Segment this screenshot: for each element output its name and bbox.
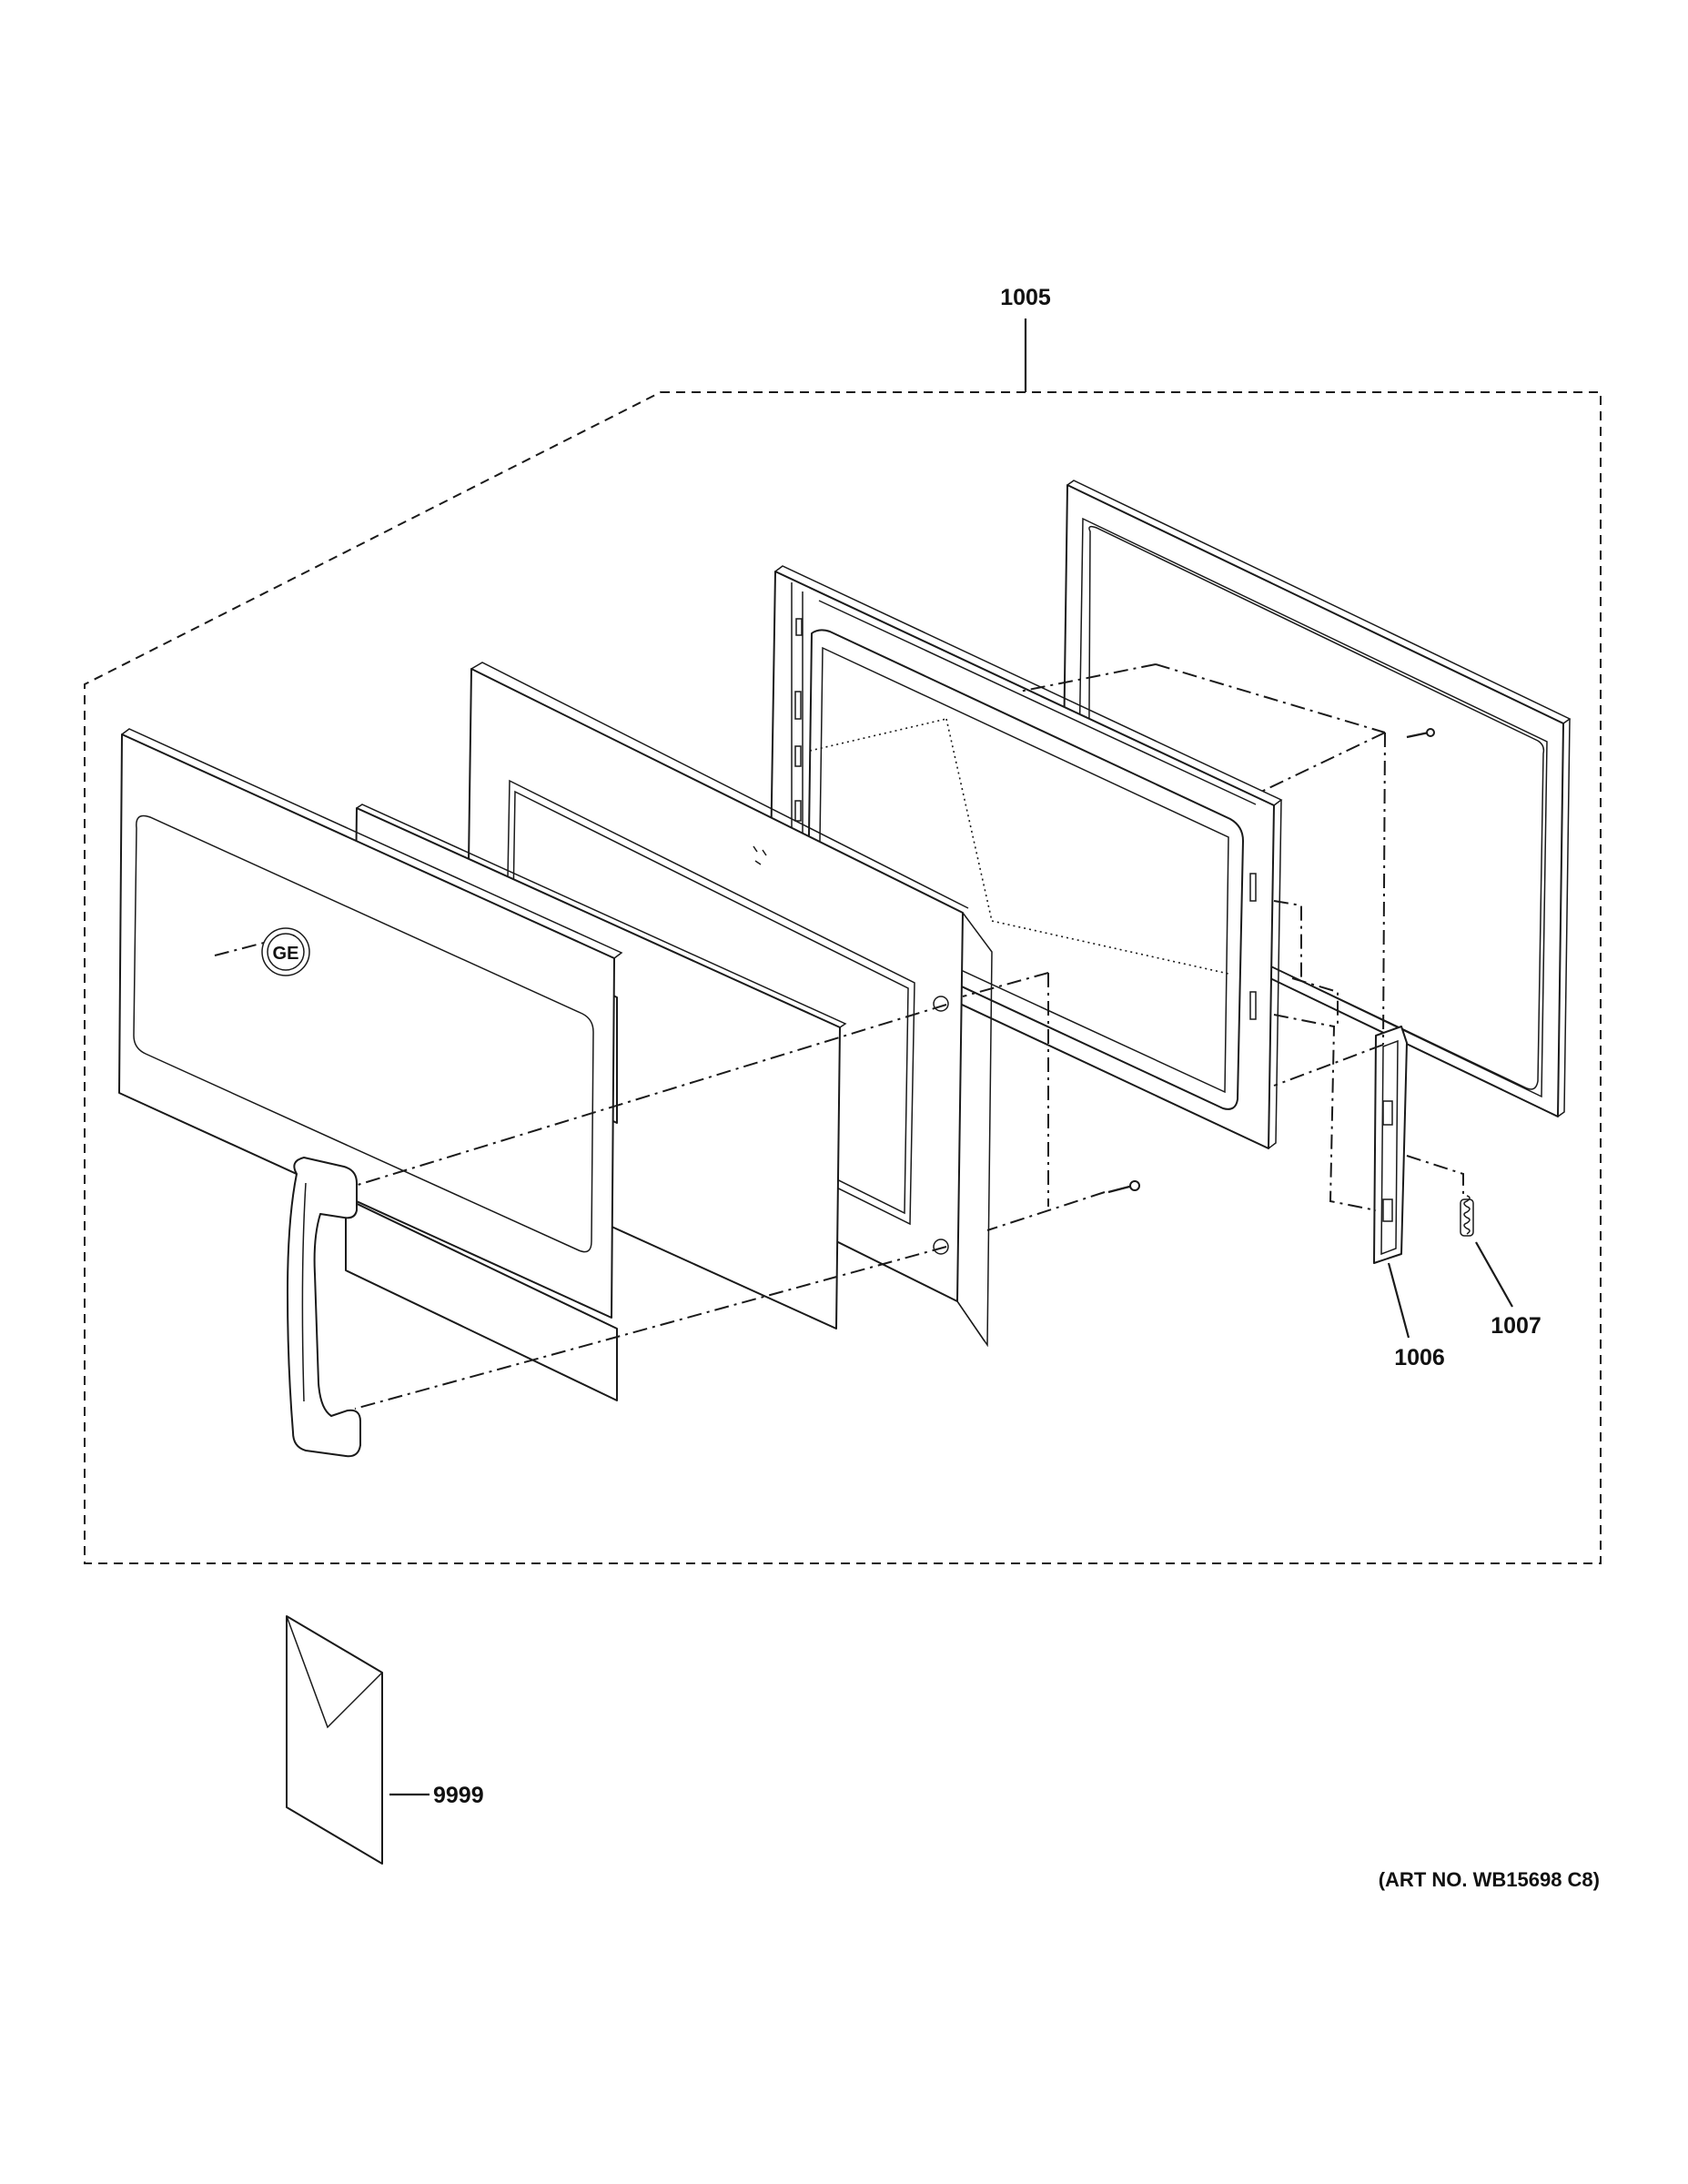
- art-number: (ART NO. WB15698 C8): [1379, 1868, 1600, 1891]
- callout-1005: 1005: [1000, 285, 1051, 310]
- hinge-spring: [1460, 1195, 1474, 1237]
- literature-packet: [286, 1615, 383, 1865]
- screw-lower: [1107, 1180, 1140, 1194]
- door-handle: [287, 1157, 361, 1458]
- door-hinge: [1373, 1026, 1408, 1264]
- inner-door-frame: [769, 565, 1283, 1149]
- assembly-leader-lines: [214, 663, 1464, 1410]
- assembly-boundary: [84, 391, 1602, 1564]
- center-reference-lines: [809, 718, 1229, 975]
- callout-leader-1007: [1475, 1241, 1513, 1308]
- callout-leader-1006: [1387, 1262, 1410, 1339]
- screw-upper: [1406, 728, 1435, 739]
- callout-9999: 9999: [433, 1783, 484, 1808]
- lower-trim-strip: [345, 1198, 618, 1401]
- logo-text: GE: [273, 944, 299, 964]
- callout-1006: 1006: [1394, 1345, 1445, 1370]
- outer-door-panel: GE: [118, 728, 623, 1319]
- callout-1007: 1007: [1491, 1313, 1541, 1339]
